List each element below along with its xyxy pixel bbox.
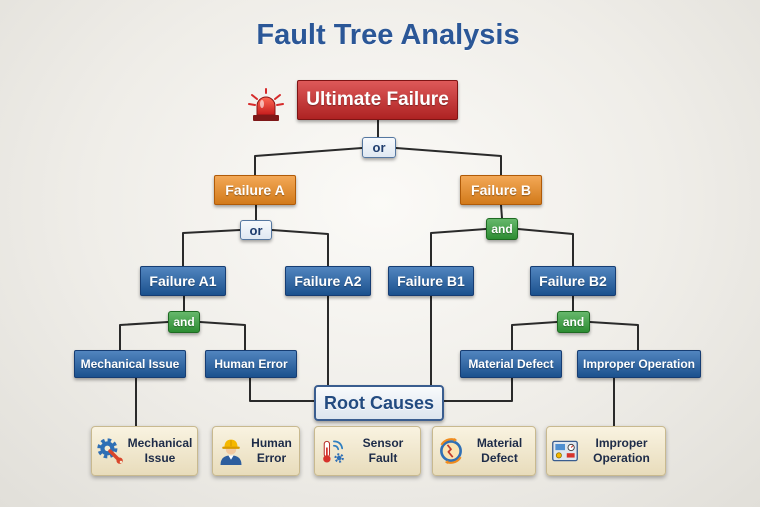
connector-gate-a-to-failure-a2 [271, 229, 329, 267]
sensor-icon [323, 440, 344, 463]
card-label-line: Defect [481, 451, 518, 465]
root-cause-card-human-error: Human Error [212, 426, 300, 476]
card-label: Mechanical Issue [127, 436, 193, 466]
connector-gate-b-to-failure-b1 [430, 228, 487, 267]
event-failure-a1: Failure A1 [140, 266, 226, 296]
card-label-line: Sensor [362, 436, 404, 450]
diagram-title: Fault Tree Analysis [256, 19, 520, 51]
connector-top-gate-to-failure-a [254, 147, 363, 176]
root-cause-card-sensor-fault: Sensor Fault [314, 426, 421, 476]
connector-gate-a1-to-mechanical-issue [119, 321, 169, 351]
connector-gate-a-to-failure-a1 [182, 229, 241, 267]
control-panel-icon [552, 440, 578, 462]
root-causes-box: Root Causes [314, 385, 444, 421]
event-human-error: Human Error [205, 350, 297, 378]
event-failure-b: Failure B [460, 175, 542, 205]
gate-failure-b2-and: and [557, 311, 590, 333]
top-event-ultimate-failure: Ultimate Failure [297, 80, 458, 120]
connector-gate-b2-to-improper-operation [589, 321, 639, 351]
gate-failure-b-and: and [486, 218, 518, 240]
card-label: Improper Operation [582, 436, 661, 466]
card-label: Sensor Fault [350, 436, 416, 466]
event-failure-b1: Failure B1 [388, 266, 474, 296]
connector-gate-b2-to-material-defect [511, 321, 558, 351]
event-failure-a2: Failure A2 [285, 266, 371, 296]
alarm-siren-icon [248, 88, 284, 121]
event-material-defect: Material Defect [460, 350, 562, 378]
connector-gate-a1-to-human-error [199, 321, 246, 351]
card-label-line: Operation [593, 451, 650, 465]
card-label-line: Human [251, 436, 292, 450]
worker-hard-hat-icon [220, 439, 242, 465]
event-failure-a: Failure A [214, 175, 296, 205]
event-mechanical-issue: Mechanical Issue [74, 350, 186, 378]
card-label-line: Fault [368, 451, 398, 465]
card-label-line: Issue [144, 451, 176, 465]
card-label: Human Error [248, 436, 295, 466]
gate-failure-a1-and: and [168, 311, 200, 333]
connector-gate-b-to-failure-b2 [517, 228, 574, 267]
root-cause-card-material-defect: Material Defect [432, 426, 536, 476]
card-label: Material Defect [468, 436, 531, 466]
card-label-line: Material [476, 436, 523, 450]
card-label-line: Mechanical [127, 436, 193, 450]
connector-human-error-to-root-causes [249, 377, 316, 402]
event-improper-operation: Improper Operation [577, 350, 701, 378]
material-defect-icon [440, 437, 462, 465]
card-label-line: Improper [595, 436, 648, 450]
connector-top-gate-to-failure-b [395, 147, 502, 176]
gear-wrench-icon [97, 438, 123, 464]
root-cause-card-mechanical-issue: Mechanical Issue [91, 426, 198, 476]
connector-failure-b-to-gate [500, 204, 503, 219]
connector-material-defect-to-root-causes [442, 377, 513, 402]
root-cause-card-improper-operation: Improper Operation [546, 426, 666, 476]
event-failure-b2: Failure B2 [530, 266, 616, 296]
gate-top-or: or [362, 137, 396, 158]
card-label-line: Error [256, 451, 287, 465]
gate-failure-a-or: or [240, 220, 272, 240]
